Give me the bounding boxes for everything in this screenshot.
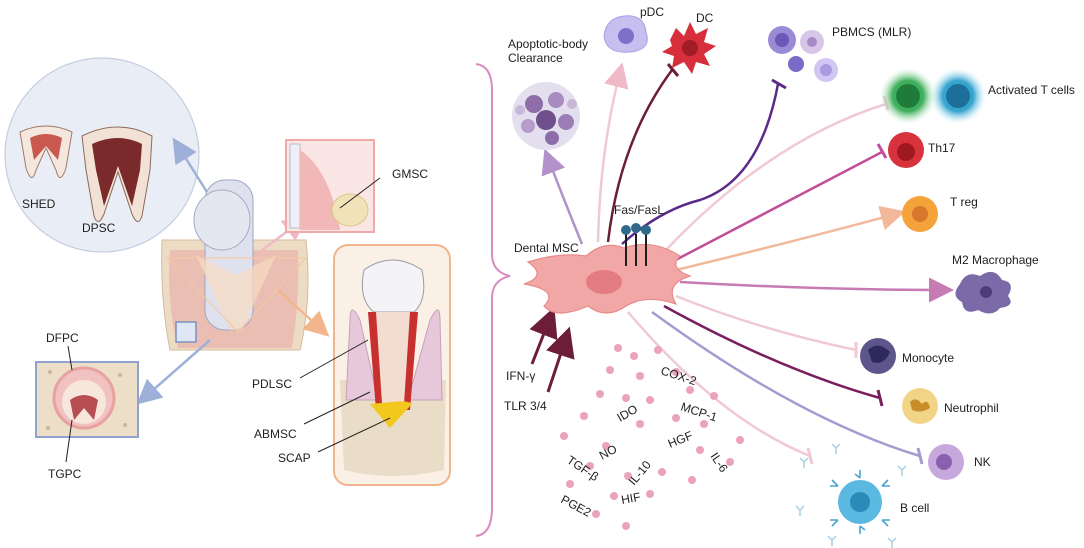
pdc-cell-icon	[603, 15, 648, 53]
dc-cell-icon	[662, 22, 716, 74]
pbmcs-cells-icon	[768, 26, 838, 82]
gmsc-label: GMSC	[392, 167, 428, 181]
follicle-box	[35, 361, 139, 438]
left-panel: SHED DPSC DFPC TGPC	[4, 57, 451, 486]
shed-label: SHED	[22, 197, 56, 211]
tgfb-label: TGF-β	[564, 453, 601, 484]
th17-cell-icon	[888, 132, 924, 168]
treg-cell-icon	[902, 196, 938, 232]
pge2-label: PGE2	[559, 492, 594, 520]
no-label: NO	[597, 442, 619, 463]
periodontal-box	[333, 244, 451, 486]
primary-tooth-illustration	[19, 125, 73, 178]
curly-bracket	[475, 63, 511, 537]
b-cell-icon	[795, 443, 907, 548]
apoptotic-label-line1: Apoptotic-body	[508, 37, 588, 51]
hif-label: HIF	[620, 490, 641, 507]
dental-msc-cell	[523, 243, 692, 314]
th17-label: Th17	[928, 141, 956, 155]
ifn-gamma-label: IFN-γ	[506, 369, 535, 383]
fas-fasl-label: Fas/FasL	[614, 203, 664, 217]
mediator-labels: COX-2 IDO MCP-1 HGF IL-6 NO TGF-β IL-10 …	[559, 364, 731, 520]
central-tooth	[161, 179, 309, 351]
pdc-label: pDC	[640, 5, 664, 19]
tlr-label: TLR 3/4	[504, 399, 547, 413]
scap-label: SCAP	[278, 451, 311, 465]
apoptotic-label-line2: Clearance	[508, 51, 563, 65]
tgpc-label: TGPC	[48, 467, 82, 481]
pbmcs-label: PBMCS (MLR)	[832, 25, 911, 39]
treg-label: T reg	[950, 195, 978, 209]
m2-label: M2 Macrophage	[952, 253, 1039, 267]
activated-t-label: Activated T cells	[988, 83, 1075, 97]
neutrophil-icon	[902, 388, 938, 424]
permanent-tooth-illustration	[81, 126, 153, 222]
b-cell-label: B cell	[900, 501, 929, 515]
nk-label: NK	[974, 455, 991, 469]
soluble-mediator-dots	[560, 344, 744, 530]
pdlsc-label: PDLSC	[252, 377, 292, 391]
neutrophil-label: Neutrophil	[944, 401, 999, 415]
dfpc-label: DFPC	[46, 331, 79, 345]
m2-macrophage-icon	[955, 271, 1011, 314]
fas-receptor-icon	[621, 223, 651, 266]
il10-label: IL-10	[626, 458, 655, 488]
monocyte-icon	[860, 338, 896, 374]
bone-sample-square	[175, 321, 197, 343]
activated-t-cells-icon	[880, 68, 986, 124]
nk-cell-icon	[928, 444, 964, 480]
gingiva-box	[285, 139, 375, 233]
hgf-label: HGF	[666, 428, 695, 450]
dental-msc-label: Dental MSC	[514, 241, 579, 255]
monocyte-label: Monocyte	[902, 351, 954, 365]
right-panel: Dental MSC Fas/FasL IFN-γ TLR 3/4 Apopto…	[504, 5, 1075, 548]
dc-label: DC	[696, 11, 714, 25]
dpsc-label: DPSC	[82, 221, 116, 235]
il6-label: IL-6	[708, 450, 731, 475]
ido-label: IDO	[615, 402, 640, 425]
apoptotic-body-icon	[512, 82, 580, 150]
abmsc-label: ABMSC	[254, 427, 297, 441]
mcp1-label: MCP-1	[679, 400, 719, 425]
